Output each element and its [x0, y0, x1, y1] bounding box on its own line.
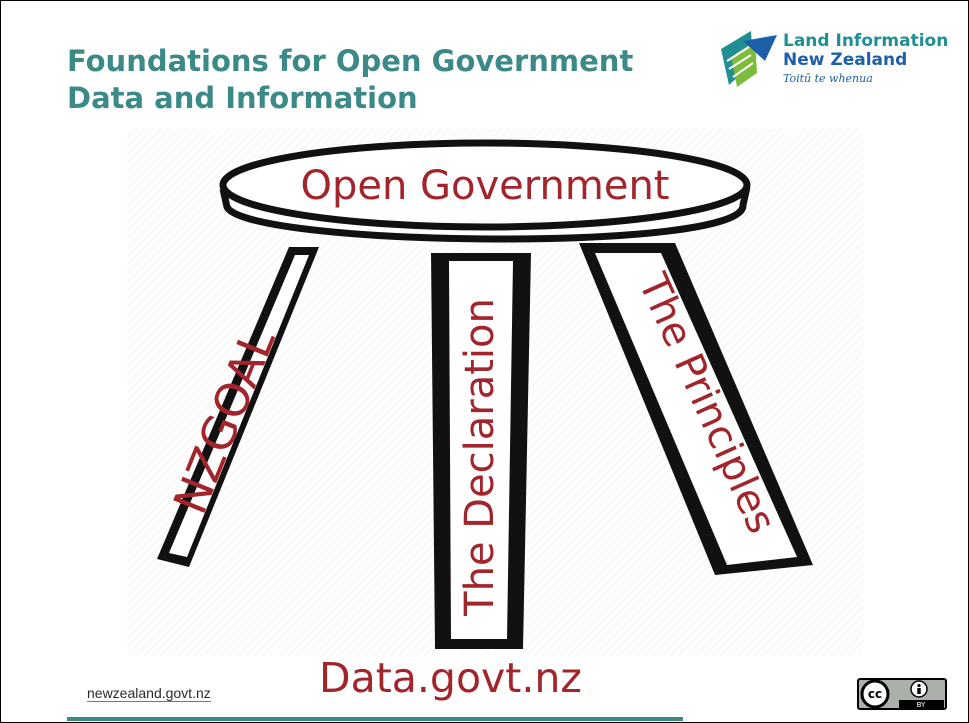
cc-mark-label: cc: [868, 687, 882, 701]
logo-line-1: Land Information: [783, 31, 949, 51]
data-govt-heading: Data.govt.nz: [319, 654, 582, 702]
stool-leg-middle: [431, 253, 531, 649]
attribution-icon: [910, 680, 928, 698]
slide-title-line-2: Data and Information: [67, 81, 418, 115]
cc-by-license-badge: BY cc: [857, 678, 947, 710]
seat-label: Open Government: [300, 163, 669, 209]
logo-tagline: Toitū te whenua: [783, 72, 873, 85]
newzealand-govt-link[interactable]: newzealand.govt.nz: [87, 685, 211, 702]
stool-leg-right: [579, 243, 813, 575]
leg-middle-label: The Declaration: [457, 298, 503, 617]
linz-fern-icon: [721, 31, 777, 87]
slide-title-line-1: Foundations for Open Government: [67, 44, 634, 78]
logo-line-2: New Zealand: [783, 50, 908, 70]
linz-logo: Land Information New Zealand Toitū te wh…: [717, 27, 957, 97]
slide-title: Foundations for Open Government Data and…: [67, 43, 707, 117]
footer-accent-bar: [67, 717, 683, 721]
license-type-label: BY: [917, 701, 926, 709]
cc-icon: cc: [860, 679, 890, 709]
stool-seat: [219, 139, 751, 243]
stool-leg-left: [157, 247, 319, 567]
stool-illustration: Open Government NZGOAL The Declaration T…: [127, 129, 863, 655]
